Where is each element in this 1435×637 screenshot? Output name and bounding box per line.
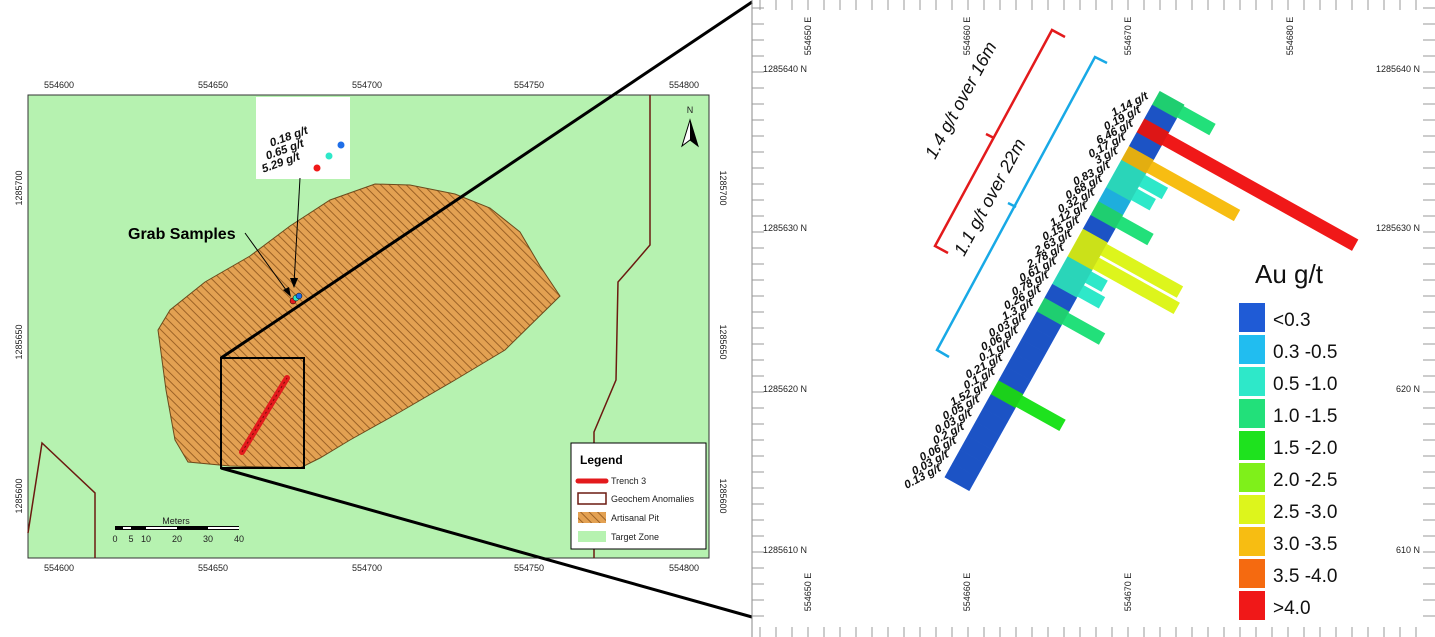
svg-text:554750: 554750: [514, 80, 544, 90]
au-legend-swatch: [1239, 367, 1265, 396]
svg-text:554670 E: 554670 E: [1123, 17, 1133, 56]
svg-text:610 N: 610 N: [1396, 545, 1420, 555]
artisanal-pit: [157, 183, 561, 469]
svg-text:Trench 3: Trench 3: [611, 476, 646, 486]
right-x-ticks-bottom: 554650 E 554660 E 554670 E: [803, 573, 1133, 612]
geochem-anomaly-line-left: [27, 441, 96, 558]
svg-text:554650 E: 554650 E: [803, 573, 813, 612]
svg-text:554670 E: 554670 E: [1123, 573, 1133, 612]
svg-text:40: 40: [234, 534, 244, 544]
zoom-connector-top: [220, 0, 753, 360]
au-legend-label: 2.0 -2.5: [1273, 470, 1337, 491]
sample-dot-cyan: [325, 152, 333, 160]
svg-text:30: 30: [203, 534, 213, 544]
au-legend-swatch: [1239, 495, 1265, 524]
svg-text:554600: 554600: [44, 80, 74, 90]
intercept-bracket-long: 1.4 g/t over 16m: [921, 28, 1066, 255]
svg-text:1285620 N: 1285620 N: [763, 384, 807, 394]
svg-text:554660 E: 554660 E: [962, 573, 972, 612]
au-legend-label: 1.0 -1.5: [1273, 406, 1337, 427]
au-legend-title: Au g/t: [1255, 259, 1324, 289]
zoom-connector-bottom: [220, 466, 753, 619]
svg-text:554800: 554800: [669, 80, 699, 90]
grab-sample-point-blue: [295, 292, 303, 300]
au-legend-label: 0.5 -1.0: [1273, 374, 1337, 395]
left-x-ticks-top: 554600 554650 554700 554750 554800: [44, 80, 699, 90]
left-x-ticks-bottom: 554600 554650 554700 554750 554800: [44, 563, 699, 573]
right-map: 554650 E 554660 E 554670 E 554680 E 5546…: [751, 0, 1435, 637]
trench-3: [239, 375, 290, 455]
svg-text:1285700: 1285700: [14, 170, 24, 205]
svg-text:554650 E: 554650 E: [803, 17, 813, 56]
sample-dot-blue: [337, 141, 345, 149]
svg-text:Target Zone: Target Zone: [611, 532, 659, 542]
grab-samples-inset: 0.18 g/t 0.65 g/t 5.29 g/t: [256, 97, 350, 288]
svg-text:1.4 g/t over 16m: 1.4 g/t over 16m: [921, 38, 1001, 162]
svg-text:10: 10: [141, 534, 151, 544]
au-legend-swatch: [1239, 559, 1265, 588]
svg-text:554700: 554700: [352, 563, 382, 573]
trench-segment: [944, 463, 978, 492]
au-legend-label: 2.5 -3.0: [1273, 502, 1337, 523]
svg-text:Meters: Meters: [162, 516, 190, 526]
svg-text:1285650: 1285650: [14, 324, 24, 359]
zoom-box: [220, 357, 305, 469]
svg-text:Artisanal Pit: Artisanal Pit: [611, 513, 660, 523]
svg-text:Geochem Anomalies: Geochem Anomalies: [611, 494, 695, 504]
au-legend: Au g/t <0.3 0.3 -0.5 0.5 -1.0 1.0 -1.5 1.5 -…: [1239, 259, 1337, 620]
au-legend-swatch: [1239, 399, 1265, 428]
svg-text:0: 0: [112, 534, 117, 544]
svg-text:1285700: 1285700: [718, 170, 728, 205]
right-x-ticks-top: 554650 E 554660 E 554670 E 554680 E: [803, 17, 1295, 56]
svg-text:554700: 554700: [352, 80, 382, 90]
svg-text:554600: 554600: [44, 563, 74, 573]
svg-text:554680 E: 554680 E: [1285, 17, 1295, 56]
svg-text:1285640 N: 1285640 N: [1376, 64, 1420, 74]
svg-text:1285630 N: 1285630 N: [1376, 223, 1420, 233]
au-legend-swatch: [1239, 431, 1265, 460]
left-legend: Legend Trench 3 Geochem Anomalies Artisa…: [570, 442, 707, 550]
assay-bar: [1080, 250, 1180, 315]
svg-text:20: 20: [172, 534, 182, 544]
left-y-ticks: 1285700 1285650 1285600 1285700 1285650 …: [14, 170, 728, 513]
au-legend-swatch: [1239, 527, 1265, 556]
trench-tube: [944, 90, 1185, 492]
au-legend-label: >4.0: [1273, 598, 1311, 619]
au-legend-swatch: [1239, 303, 1265, 332]
svg-text:1285640 N: 1285640 N: [763, 64, 807, 74]
au-legend-swatch: [1239, 335, 1265, 364]
svg-text:1285600: 1285600: [718, 478, 728, 513]
assay-bar: [1149, 126, 1359, 251]
au-legend-label: <0.3: [1273, 310, 1311, 331]
svg-text:620 N: 620 N: [1396, 384, 1420, 394]
assay-bar: [1088, 237, 1184, 298]
svg-text:554650: 554650: [198, 80, 228, 90]
au-legend-label: 3.0 -3.5: [1273, 534, 1337, 555]
svg-text:554660 E: 554660 E: [962, 17, 972, 56]
sample-dot-red: [313, 164, 321, 172]
grab-samples-label: Grab Samples: [128, 226, 236, 243]
au-legend-swatch: [1239, 463, 1265, 492]
right-y-ticks: 1285640 N 1285630 N 1285620 N 1285610 N …: [763, 64, 1420, 555]
svg-text:Legend: Legend: [580, 453, 623, 467]
left-map: 554600 554650 554700 554750 554800 55460…: [14, 80, 728, 573]
svg-text:5: 5: [128, 534, 133, 544]
svg-text:554750: 554750: [514, 563, 544, 573]
north-arrow: N: [681, 105, 699, 148]
assay-bar: [1134, 154, 1241, 222]
au-legend-swatch: [1239, 591, 1265, 620]
svg-text:N: N: [687, 105, 694, 115]
svg-text:1285600: 1285600: [14, 478, 24, 513]
au-legend-label: 1.5 -2.0: [1273, 438, 1337, 459]
svg-text:1285650: 1285650: [718, 324, 728, 359]
svg-text:1285630 N: 1285630 N: [763, 223, 807, 233]
scale-bar: Meters 0 5 10 20 30 40: [112, 516, 244, 544]
svg-text:554650: 554650: [198, 563, 228, 573]
au-legend-label: 3.5 -4.0: [1273, 566, 1337, 587]
au-legend-label: 0.3 -0.5: [1273, 342, 1337, 363]
geochem-anomaly-line: [593, 95, 651, 558]
svg-text:554800: 554800: [669, 563, 699, 573]
svg-text:1285610 N: 1285610 N: [763, 545, 807, 555]
